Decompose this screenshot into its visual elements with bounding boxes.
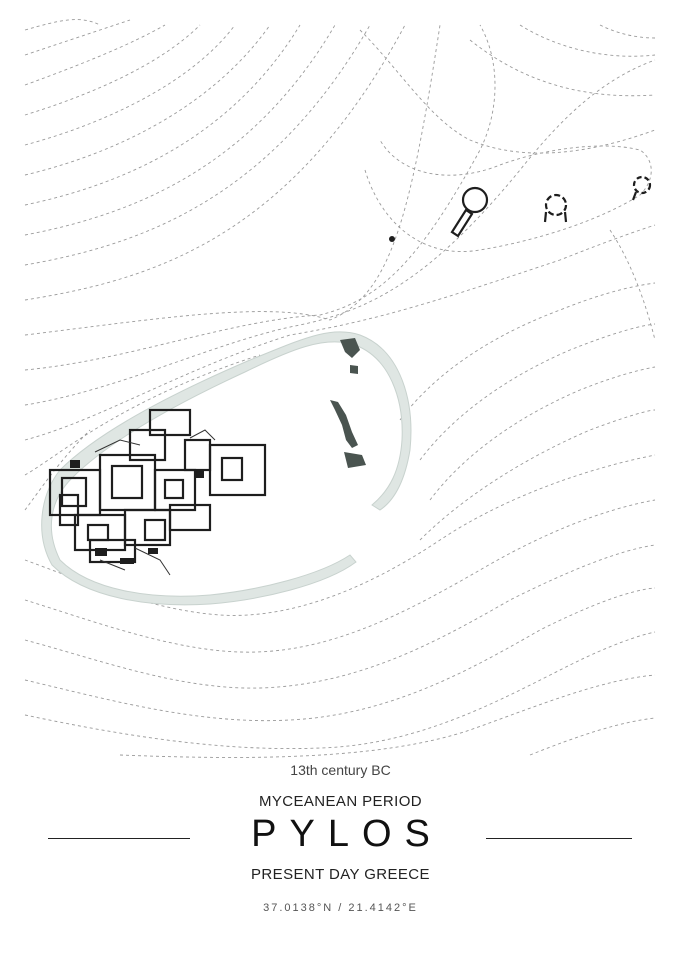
- tholos-tomb-1-icon: [461, 186, 489, 214]
- palace-ruins: [48, 408, 267, 576]
- fortification-wall: [41, 331, 412, 606]
- era-label: 13th century BC: [290, 762, 391, 778]
- coordinates-label: 37.0138°N / 21.4142°E: [263, 902, 418, 914]
- period-label: MYCEANEAN PERIOD: [258, 793, 423, 810]
- inner-structures: [330, 338, 366, 468]
- divider-right: [486, 838, 632, 839]
- divider-left: [48, 838, 190, 839]
- tholos-tomb-2-icon: [544, 193, 568, 217]
- country-label: PRESENT DAY GREECE: [251, 866, 430, 883]
- tholos-tombs: [389, 175, 652, 242]
- site-title: PYLOS: [251, 813, 443, 855]
- tholos-tomb-3-icon: [632, 175, 652, 195]
- contour-lines: [24, 19, 656, 758]
- topographic-site-map: [24, 19, 656, 758]
